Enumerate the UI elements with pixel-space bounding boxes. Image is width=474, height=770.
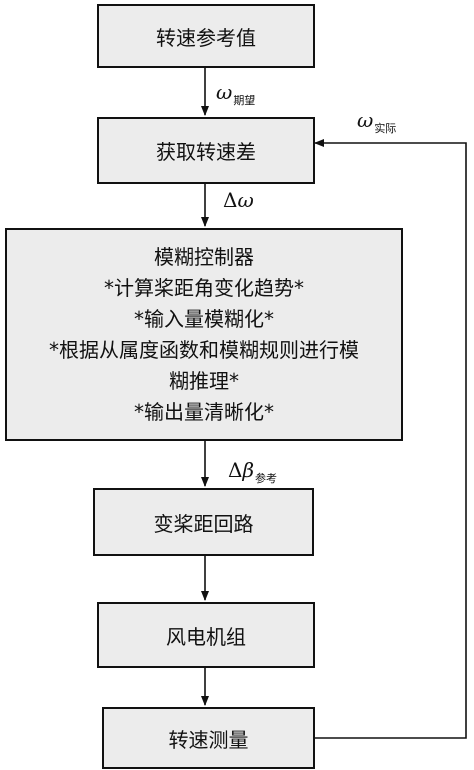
controller-step: *输入量模糊化* bbox=[134, 306, 274, 331]
controller-step: 糊推理* bbox=[169, 368, 239, 393]
delta-beta-reference-label: Δβ参考 bbox=[228, 458, 278, 485]
beta-symbol: β bbox=[242, 458, 255, 482]
beta-reference-subscript: 参考 bbox=[255, 472, 278, 485]
omega-symbol: ω bbox=[216, 80, 233, 104]
controller-step: *计算桨距角变化趋势* bbox=[104, 275, 304, 300]
speed-difference-label: 获取转速差 bbox=[156, 140, 256, 164]
speed-measure-label: 转速测量 bbox=[168, 727, 249, 752]
fuzzy-controller-title: 模糊控制器 bbox=[154, 244, 254, 269]
omega-actual-subscript: 实际 bbox=[374, 122, 397, 135]
speed-measure-box: 转速测量 bbox=[102, 707, 315, 769]
pitch-loop-label: 变桨距回路 bbox=[153, 511, 254, 536]
omega-expected-label: ω期望 bbox=[216, 80, 256, 107]
controller-step: *输出量清晰化* bbox=[134, 399, 274, 424]
wind-turbine-box: 风电机组 bbox=[97, 602, 315, 668]
speed-difference-box: 获取转速差 bbox=[97, 117, 315, 184]
controller-step: *根据从属度函数和模糊规则进行模 bbox=[49, 337, 359, 362]
wind-turbine-label: 风电机组 bbox=[166, 624, 246, 649]
delta-symbol: Δ bbox=[228, 458, 243, 482]
omega-symbol: ω bbox=[357, 108, 374, 132]
omega-actual-label: ω实际 bbox=[357, 108, 397, 135]
fuzzy-controller-box: 模糊控制器 *计算桨距角变化趋势* *输入量模糊化* *根据从属度函数和模糊规则… bbox=[5, 228, 403, 441]
delta-omega-label: Δω bbox=[223, 188, 254, 212]
reference-speed-label: 转速参考值 bbox=[156, 25, 256, 50]
reference-speed-box: 转速参考值 bbox=[97, 4, 315, 68]
omega-symbol: ω bbox=[237, 188, 254, 212]
omega-expected-subscript: 期望 bbox=[233, 94, 256, 107]
feedback-arrow-measure-to-difference bbox=[314, 139, 467, 739]
delta-symbol: Δ bbox=[223, 188, 238, 212]
pitch-loop-box: 变桨距回路 bbox=[93, 488, 314, 556]
